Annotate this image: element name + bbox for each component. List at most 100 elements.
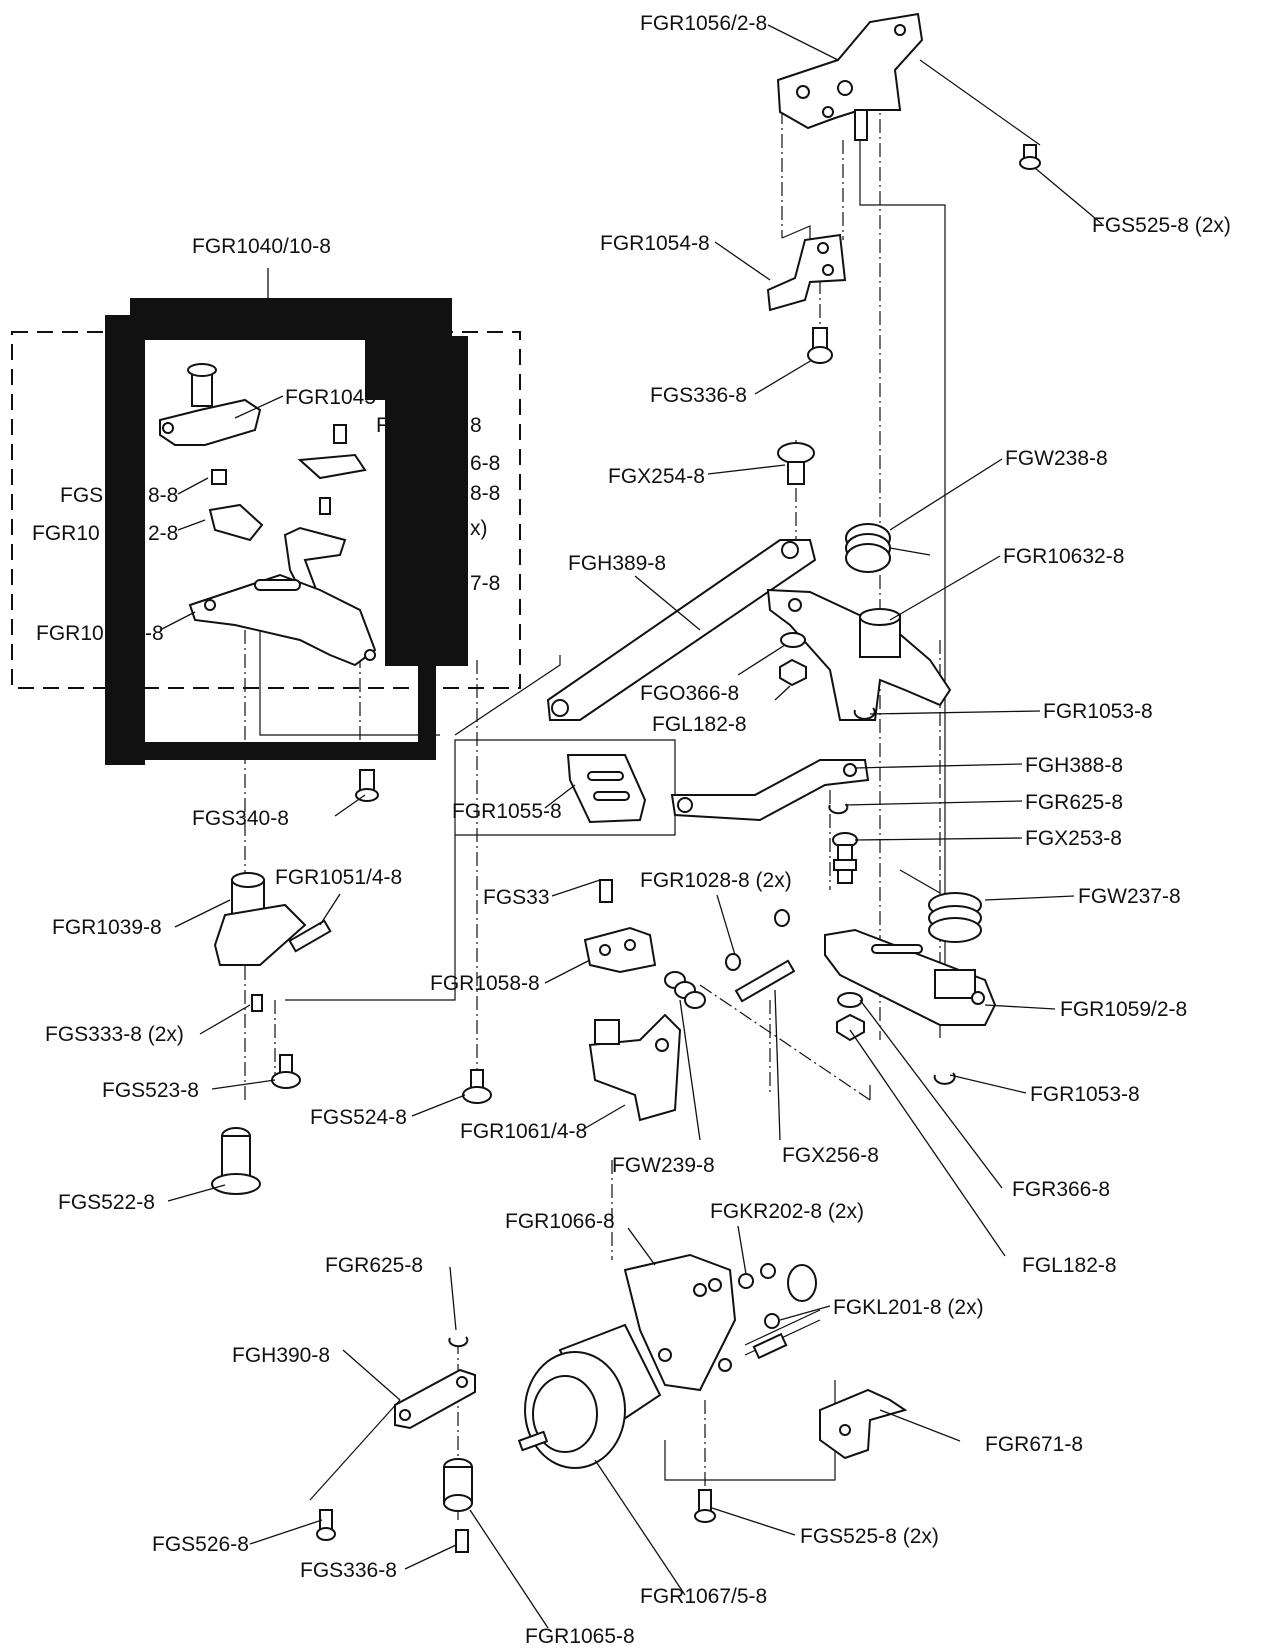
bracket-fgr1056: [776, 12, 924, 141]
label-fgs336: FGS336-8: [650, 384, 747, 407]
label-fgr1054: FGR1054-8: [600, 232, 710, 255]
washer-fgr1028-b: [774, 909, 790, 927]
label-fgo366: FGO366-8: [640, 682, 739, 705]
screw-fgs524: [462, 1069, 492, 1104]
label-fgs523: FGS523-8: [102, 1079, 199, 1102]
label-7-8-partial: 7-8: [470, 572, 500, 595]
label-fgh389: FGH389-8: [568, 552, 666, 575]
label-8-partial: -8: [145, 622, 164, 645]
label-fgr1051: FGR1051/4-8: [275, 866, 402, 889]
label-fgs336-lower: FGS336-8: [300, 1559, 397, 1582]
label-fgl182: FGL182-8: [652, 713, 747, 736]
part-drawings: [159, 12, 1041, 1553]
screw-fgs340: [355, 769, 379, 802]
label-x-partial: x): [470, 517, 488, 540]
label-8-partial-b: 8: [470, 414, 482, 437]
eclip-fgr625: [828, 803, 849, 815]
label-fgr1066: FGR1066-8: [505, 1210, 615, 1233]
label-fgr1045: FGR1045: [285, 386, 376, 409]
label-fgh388: FGH388-8: [1025, 754, 1123, 777]
label-2-8-partial: 2-8: [148, 522, 178, 545]
label-fgr1061: FGR1061/4-8: [460, 1120, 587, 1143]
label-fgr10632: FGR10632-8: [1003, 545, 1124, 568]
label-fgkl201: FGKL201-8 (2x): [833, 1296, 984, 1319]
lever-fgr10632: [766, 588, 952, 721]
nut-fgl182-lower: [836, 1013, 865, 1042]
spring-fgw239: [664, 971, 706, 1009]
label-fgx256: FGX256-8: [782, 1144, 879, 1167]
label-8-8-partial: 8-8: [148, 484, 178, 507]
label-fgl182-lower: FGL182-8: [1022, 1254, 1117, 1277]
motor-fgr1067: [517, 1309, 821, 1469]
screw-fgs526: [316, 1509, 336, 1541]
label-fgx253: FGX253-8: [1025, 827, 1122, 850]
inner-assembly-parts: [159, 363, 377, 667]
spring-fgw237: [899, 869, 982, 943]
washer-fgo366: [780, 632, 806, 648]
label-fgs525-lower: FGS525-8 (2x): [800, 1525, 939, 1548]
link-fgh388: [670, 759, 870, 822]
label-fgr1058: FGR1058-8: [430, 972, 540, 995]
screw-fgs523: [271, 1054, 301, 1089]
screw-fgs336-lower: [455, 1529, 469, 1553]
screw-fgs333: [251, 994, 263, 1012]
black-redaction-frame: [105, 298, 468, 765]
bracket-fgr1054: [766, 233, 847, 312]
leader-lines: [159, 24, 1103, 1629]
label-fgr1028: FGR1028-8 (2x): [640, 869, 792, 892]
label-fgr1053-top: FGR1053-8: [1043, 700, 1153, 723]
block-fgr1061: [588, 1013, 682, 1122]
label-fgr1055: FGR1055-8: [452, 800, 562, 823]
sleeve-fgr1065: [443, 1458, 473, 1512]
label-f-partial: F: [376, 414, 389, 437]
motor-bracket-fgr1066: [623, 1253, 737, 1392]
washer-fgkr202-b: [760, 1263, 776, 1279]
label-fgr625: FGR625-8: [1025, 791, 1123, 814]
washer-fgkl201: [764, 1313, 780, 1329]
label-fgr625-lower: FGR625-8: [325, 1254, 423, 1277]
link-fgh389: [546, 539, 817, 721]
label-fgw237: FGW237-8: [1078, 885, 1181, 908]
label-fgs522: FGS522-8: [58, 1191, 155, 1214]
part-labels: FGR1056/2-8 FGS525-8 (2x) FGR1054-8 FGS3…: [32, 12, 1231, 1648]
label-fgr10-a: FGR10: [32, 522, 100, 545]
washer-fgr1028-a: [725, 953, 741, 971]
bracket-fgr1058: [583, 926, 657, 974]
spring-fgw238: [845, 523, 931, 573]
label-fgr1059: FGR1059/2-8: [1060, 998, 1187, 1021]
label-fgr1053-lower: FGR1053-8: [1030, 1083, 1140, 1106]
label-8-8-partial-b: 8-8: [470, 482, 500, 505]
label-fgr1056: FGR1056/2-8: [640, 12, 767, 35]
label-fgr1065: FGR1065-8: [525, 1625, 635, 1648]
label-fgs524: FGS524-8: [310, 1106, 407, 1129]
screw-fgs336: [807, 327, 833, 364]
eclip-fgr1053-lower: [933, 1072, 956, 1085]
screw-fgs33: [599, 879, 613, 903]
screw-fgs525-top: [1019, 144, 1041, 170]
arm-fgr1059: [824, 928, 997, 1026]
eclip-fgr1053-top: [853, 707, 876, 720]
label-fgr10-b: FGR10: [36, 622, 104, 645]
plate-fgr671: [819, 1388, 908, 1460]
washer-fgkr202-a: [738, 1273, 754, 1289]
washer-fgr366: [837, 992, 863, 1008]
bushing-fgs522: [211, 1127, 261, 1195]
label-fgs333: FGS333-8 (2x): [45, 1023, 184, 1046]
pin-fgx256: [734, 959, 796, 1003]
label-fgr1067: FGR1067/5-8: [640, 1585, 767, 1608]
label-fgkr202: FGKR202-8 (2x): [710, 1200, 864, 1223]
label-fgw238: FGW238-8: [1005, 447, 1108, 470]
label-fgs-partial: FGS: [60, 484, 103, 507]
screw-fgs525-lower: [694, 1489, 716, 1523]
label-fgr366: FGR366-8: [1012, 1178, 1110, 1201]
stud-fgx253: [832, 832, 858, 884]
eclip-fgr625-lower: [448, 1336, 469, 1348]
label-fgs525-top: FGS525-8 (2x): [1092, 214, 1231, 237]
label-fgw239: FGW239-8: [612, 1154, 715, 1177]
nut-fgl182: [779, 658, 807, 687]
label-fgs340: FGS340-8: [192, 807, 289, 830]
label-fgx254: FGX254-8: [608, 465, 705, 488]
pad-fgr1055: [566, 754, 647, 824]
label-fgh390: FGH390-8: [232, 1344, 330, 1367]
